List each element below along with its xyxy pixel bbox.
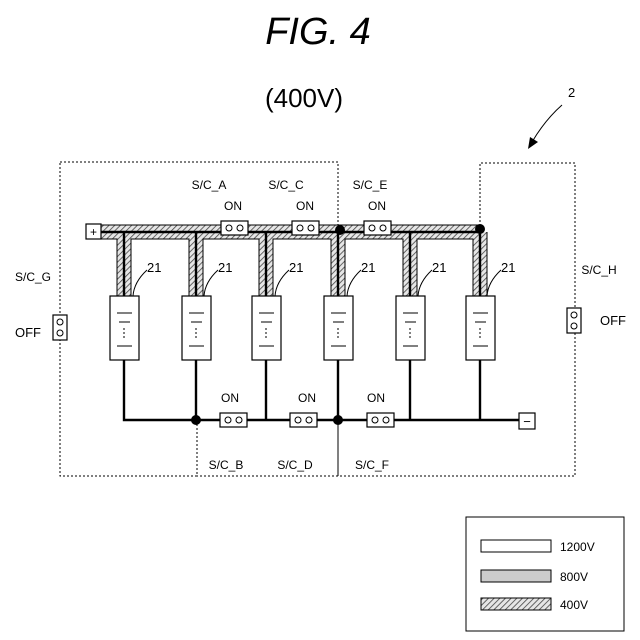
negative-bus [124,360,519,420]
module-ref-label-3: 21 [289,260,303,275]
legend-swatch-400v [481,598,551,610]
switch-f-state: ON [367,391,385,405]
figure-title: FIG. 4 [265,11,371,53]
switch-d-name: S/C_D [277,458,313,472]
switch-e-state: ON [368,199,386,213]
battery-module-4 [324,296,353,360]
switch-b-name: S/C_B [209,458,244,472]
battery-module-5 [396,296,425,360]
switch-d-state: ON [298,391,316,405]
legend-label-800v: 800V [560,570,588,584]
switch-d [290,413,317,427]
switch-a [221,221,248,235]
battery-module-6 [466,296,495,360]
switch-b [220,413,247,427]
switch-e-name: S/C_E [353,178,388,192]
switch-f-name: S/C_F [355,458,389,472]
switch-f [367,413,394,427]
legend-label-1200v: 1200V [560,540,595,554]
switch-c-state: ON [296,199,314,213]
switch-h-name: S/C_H [581,263,616,277]
module-ref-label-5: 21 [432,260,446,275]
battery-module-2 [182,296,211,360]
system-ref-label: 2 [568,85,575,100]
legend-swatch-1200v [481,540,551,552]
system-ref-arrow [532,105,562,142]
module-ref-label-4: 21 [361,260,375,275]
legend-label-400v: 400V [560,598,588,612]
switch-a-state: ON [224,199,242,213]
negative-terminal-label: − [523,414,531,429]
switch-c [292,221,319,235]
module-ref-label-6: 21 [501,260,515,275]
switch-b-state: ON [221,391,239,405]
module-ref-label-2: 21 [218,260,232,275]
system-ref-arrowhead [528,137,538,149]
positive-terminal-label: + [90,225,97,239]
battery-module-3 [252,296,281,360]
legend-swatch-800v [481,570,551,582]
switch-e [364,221,391,235]
mode-label: (400V) [265,83,343,113]
switch-c-name: S/C_C [268,178,304,192]
module-ref-label-1: 21 [147,260,161,275]
switch-h [567,308,581,333]
switch-h-state: OFF [600,313,626,328]
legend: 1200V 800V 400V [466,517,624,631]
switch-g [53,315,67,340]
switch-a-name: S/C_A [192,178,227,192]
switch-g-state: OFF [15,325,41,340]
switch-g-name: S/C_G [15,270,51,284]
battery-module-1 [110,296,139,360]
